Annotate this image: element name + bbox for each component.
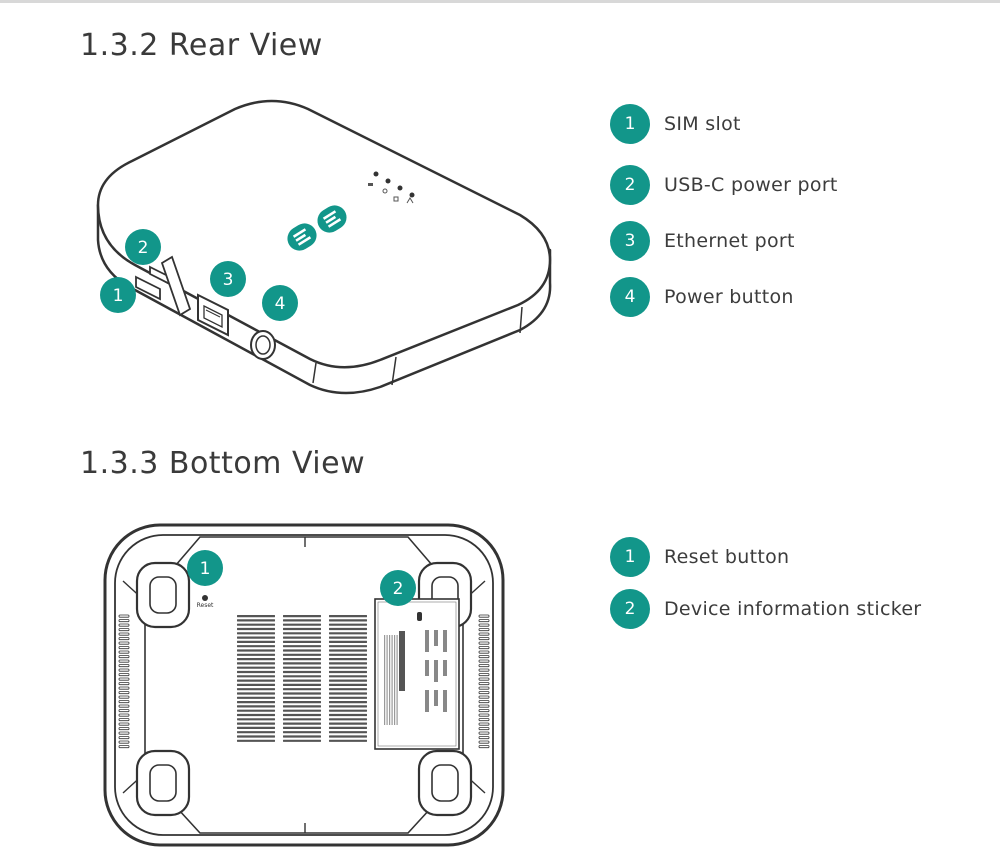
legend-number-badge: 4 [610, 277, 650, 317]
reset-pinhole [202, 595, 208, 601]
device-info-sticker [374, 598, 460, 750]
rear-legend-item-sim-slot: 1 SIM slot [610, 104, 741, 144]
led-indicators [368, 171, 415, 204]
bottom-callout-2: 2 [380, 570, 416, 606]
bottom-view-heading: 1.3.3 Bottom View [80, 446, 366, 481]
legend-number-badge: 2 [610, 589, 650, 629]
legend-number-badge: 2 [610, 165, 650, 205]
svg-text:4: 4 [275, 294, 286, 314]
legend-label: Device information sticker [664, 598, 922, 620]
reset-label: Reset [197, 602, 214, 609]
rear-callout-4: 4 [262, 285, 298, 321]
svg-text:3: 3 [223, 270, 234, 290]
svg-text:2: 2 [138, 238, 149, 258]
svg-text:1: 1 [113, 286, 124, 306]
ethernet-port [197, 293, 229, 337]
rubber-foot [135, 749, 191, 817]
rear-legend-item-power-button: 4 Power button [610, 277, 794, 317]
legend-label: Power button [664, 286, 794, 308]
bottom-view-illustration: Reset 1 2 [103, 523, 505, 847]
bottom-callout-1: 1 [187, 550, 223, 586]
sim-slot [135, 275, 161, 301]
center-vents [237, 615, 367, 742]
rear-legend-item-ethernet: 3 Ethernet port [610, 221, 795, 261]
side-vents [118, 614, 490, 749]
rubber-foot [135, 561, 191, 629]
legend-number-badge: 1 [610, 104, 650, 144]
usb-c-cable [160, 255, 192, 317]
power-button [250, 330, 276, 360]
bottom-legend-item-reset-button: 1 Reset button [610, 537, 789, 577]
svg-text:1: 1 [200, 559, 211, 579]
legend-label: USB-C power port [664, 174, 838, 196]
rear-view-illustration: 1 2 3 4 [96, 99, 552, 395]
rubber-foot [417, 749, 473, 817]
legend-label: Ethernet port [664, 230, 795, 252]
rear-callout-2: 2 [125, 229, 161, 265]
rear-callout-1: 1 [100, 277, 136, 313]
bottom-legend-item-info-sticker: 2 Device information sticker [610, 589, 921, 629]
legend-number-badge: 3 [610, 221, 650, 261]
rear-view-heading: 1.3.2 Rear View [80, 28, 323, 63]
top-divider [0, 0, 1000, 3]
legend-label: Reset button [664, 546, 790, 568]
rear-legend-item-usb-c: 2 USB-C power port [610, 165, 838, 205]
rear-callout-3: 3 [210, 261, 246, 297]
svg-text:2: 2 [393, 579, 404, 599]
brand-logo [287, 205, 347, 251]
legend-label: SIM slot [664, 113, 741, 135]
legend-number-badge: 1 [610, 537, 650, 577]
